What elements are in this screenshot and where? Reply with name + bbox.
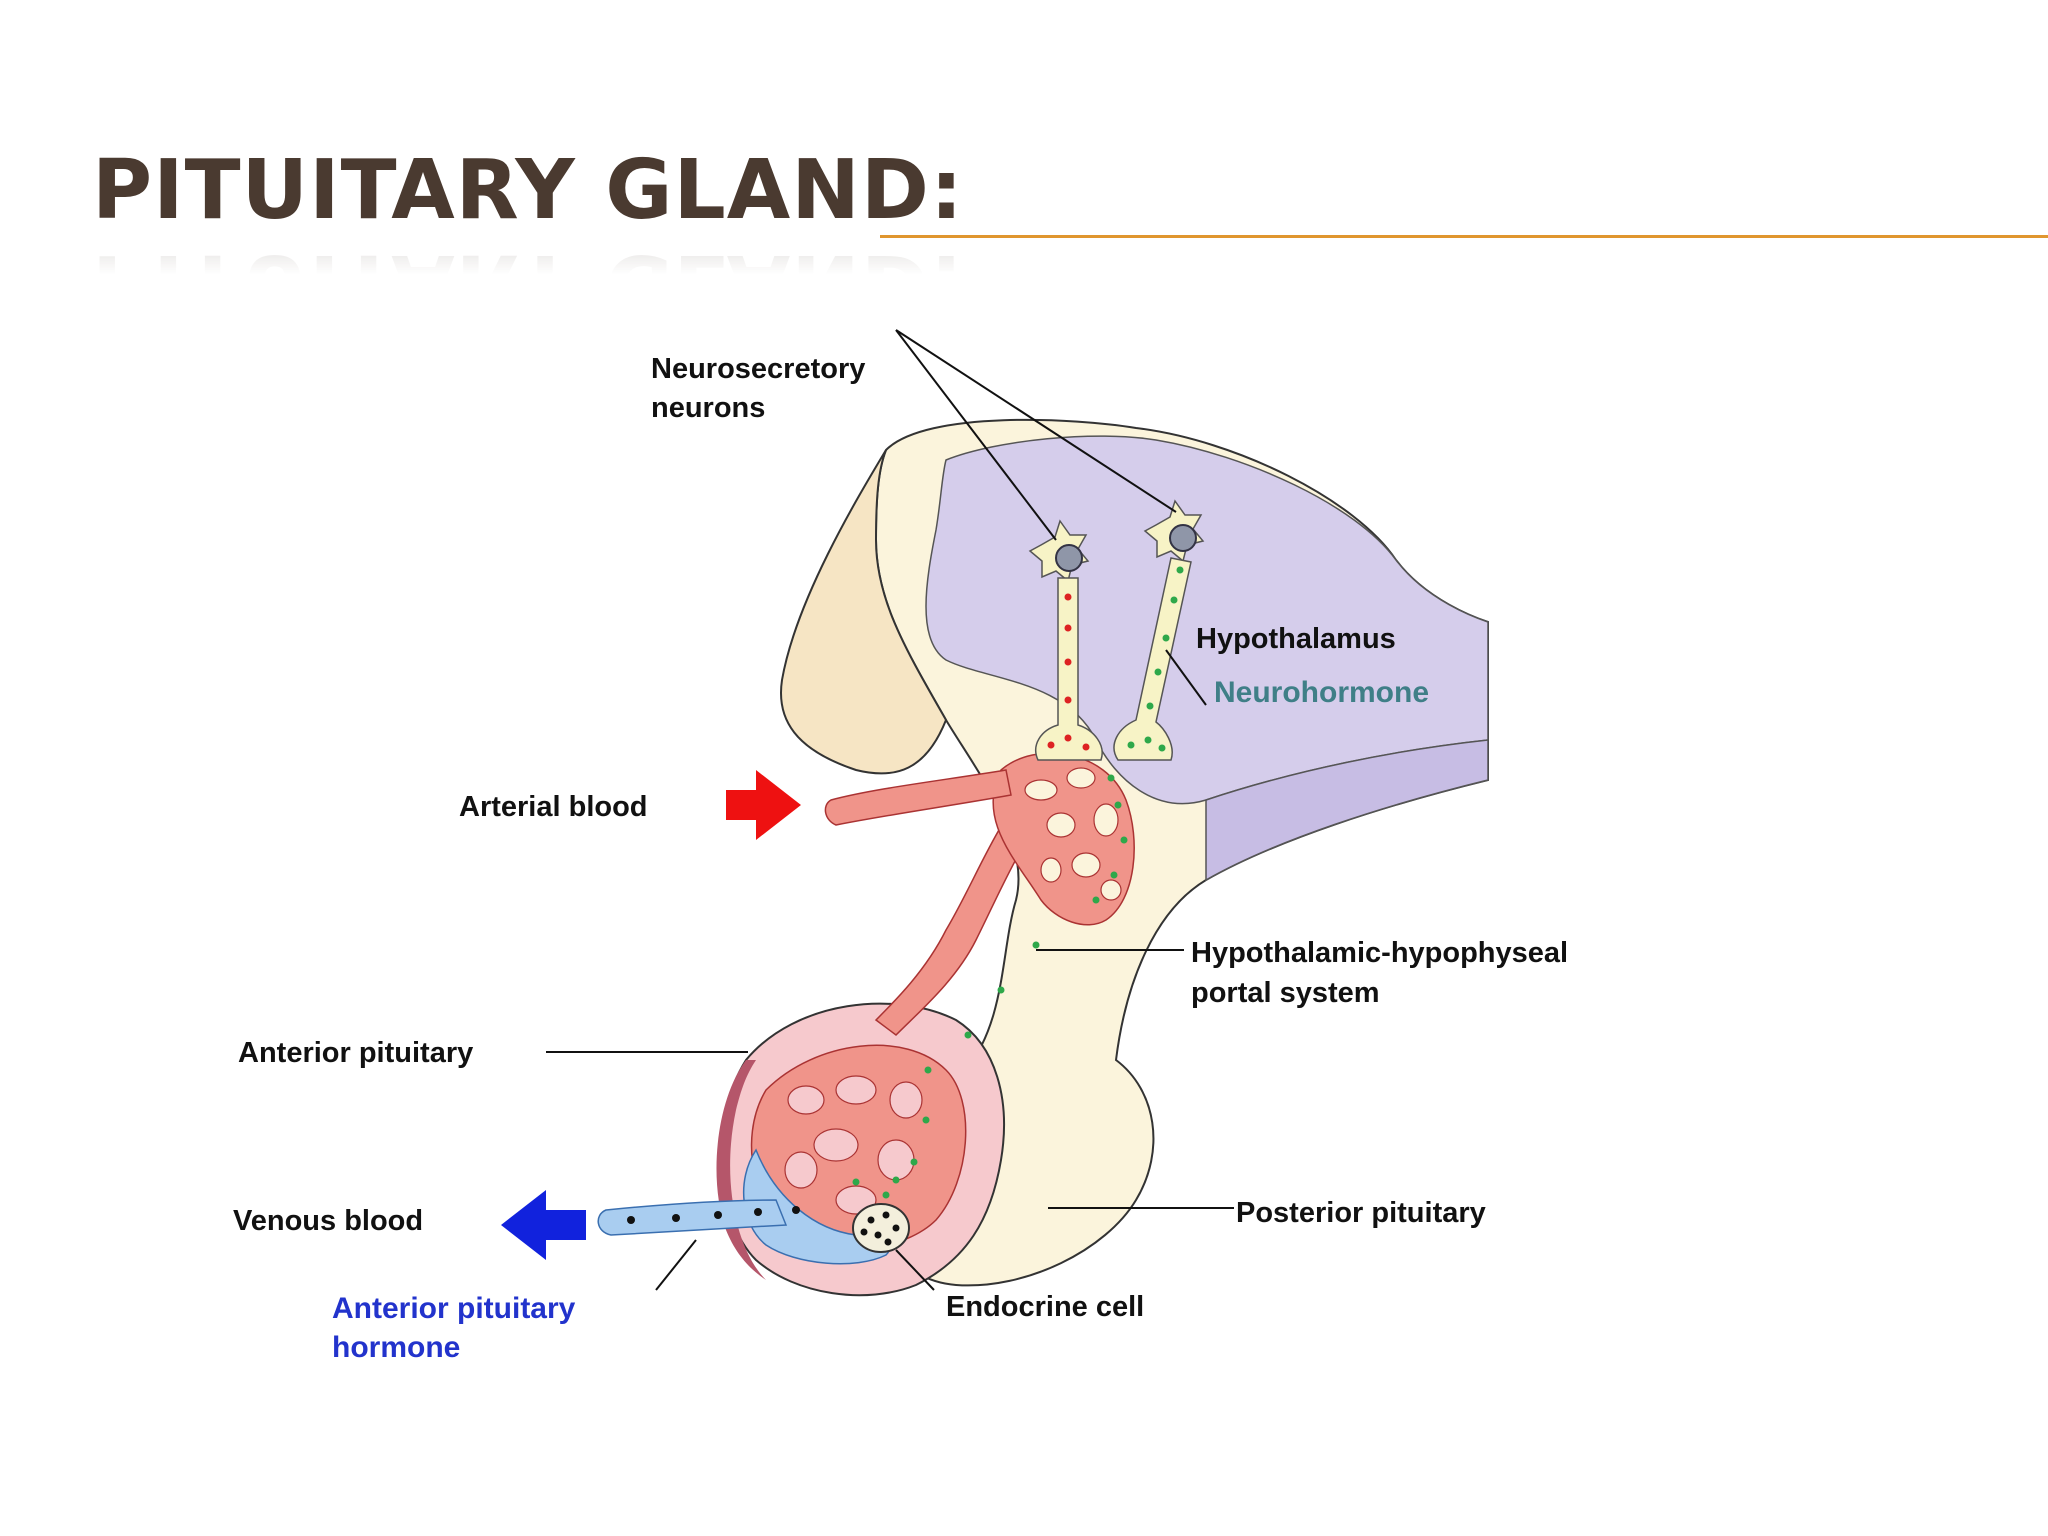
label-anterior-pituitary-hormone: Anterior pituitary hormone [332,1292,584,1364]
secondary-plexus-holes [784,1075,923,1215]
arterial-blood-arrow-icon [726,770,801,840]
plexus-holes [1024,767,1122,901]
title-underline-rule [880,235,2048,238]
endocrine-cell [852,1203,910,1253]
label-hypothalamus: Hypothalamus [1196,623,1396,655]
slide-title-block: PITUITARY GLAND: PITUITARY GLAND: [92,143,964,325]
label-anterior-pituitary: Anterior pituitary [238,1037,473,1069]
label-neurosecretory: Neurosecretory neurons [651,353,873,424]
neurosecretory-neuron-right [1113,499,1205,761]
neurohormone-dots [852,566,1184,1199]
venous-vessel [597,1199,788,1236]
label-endocrine-cell: Endocrine cell [946,1291,1144,1323]
venous-blood-arrow-icon [501,1190,586,1260]
brain-outer-rim [780,449,948,775]
pituitary-diagram: Neurosecretory neurons Hypothalamus Neur… [96,300,1846,1490]
label-arterial-blood: Arterial blood [459,791,648,823]
hormone-dots [627,1206,800,1224]
label-portal-system: Hypothalamic-hypophyseal portal system [1191,937,1576,1009]
label-neurohormone: Neurohormone [1214,676,1429,709]
label-posterior-pituitary: Posterior pituitary [1236,1197,1486,1229]
leader-lines [546,329,1234,1291]
slide-title: PITUITARY GLAND: [92,143,964,238]
label-venous-blood: Venous blood [233,1205,423,1237]
hypothalamus-lower-fold [1205,739,1489,882]
arterial-vessel [824,769,1012,826]
neurosecretory-neuron-left [1028,519,1103,761]
